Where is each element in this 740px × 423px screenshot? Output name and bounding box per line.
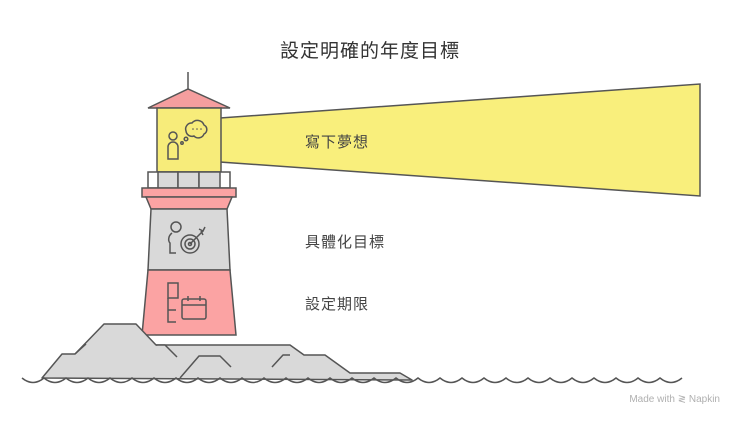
napkin-watermark[interactable]: Made with ≷ Napkin bbox=[629, 394, 720, 405]
step-label-dream: 寫下夢想 bbox=[305, 133, 370, 151]
brand-text: Napkin bbox=[688, 394, 720, 405]
lantern-room bbox=[156, 107, 222, 173]
napkin-logo-icon: ≷ bbox=[677, 394, 687, 405]
waves bbox=[21, 377, 683, 384]
made-with-text: Made with bbox=[629, 394, 675, 405]
light-beam bbox=[219, 83, 701, 197]
person-thinking-icon bbox=[167, 119, 208, 160]
person-target-icon bbox=[167, 221, 206, 254]
calendar-timeline-icon bbox=[167, 282, 207, 323]
step-label-specify: 具體化目標 bbox=[305, 233, 386, 251]
rocks bbox=[41, 323, 413, 381]
step-label-deadline: 設定期限 bbox=[305, 295, 370, 313]
page-title: 設定明確的年度目標 bbox=[279, 40, 460, 62]
roof bbox=[147, 88, 231, 109]
tower-section-pink bbox=[141, 269, 237, 336]
